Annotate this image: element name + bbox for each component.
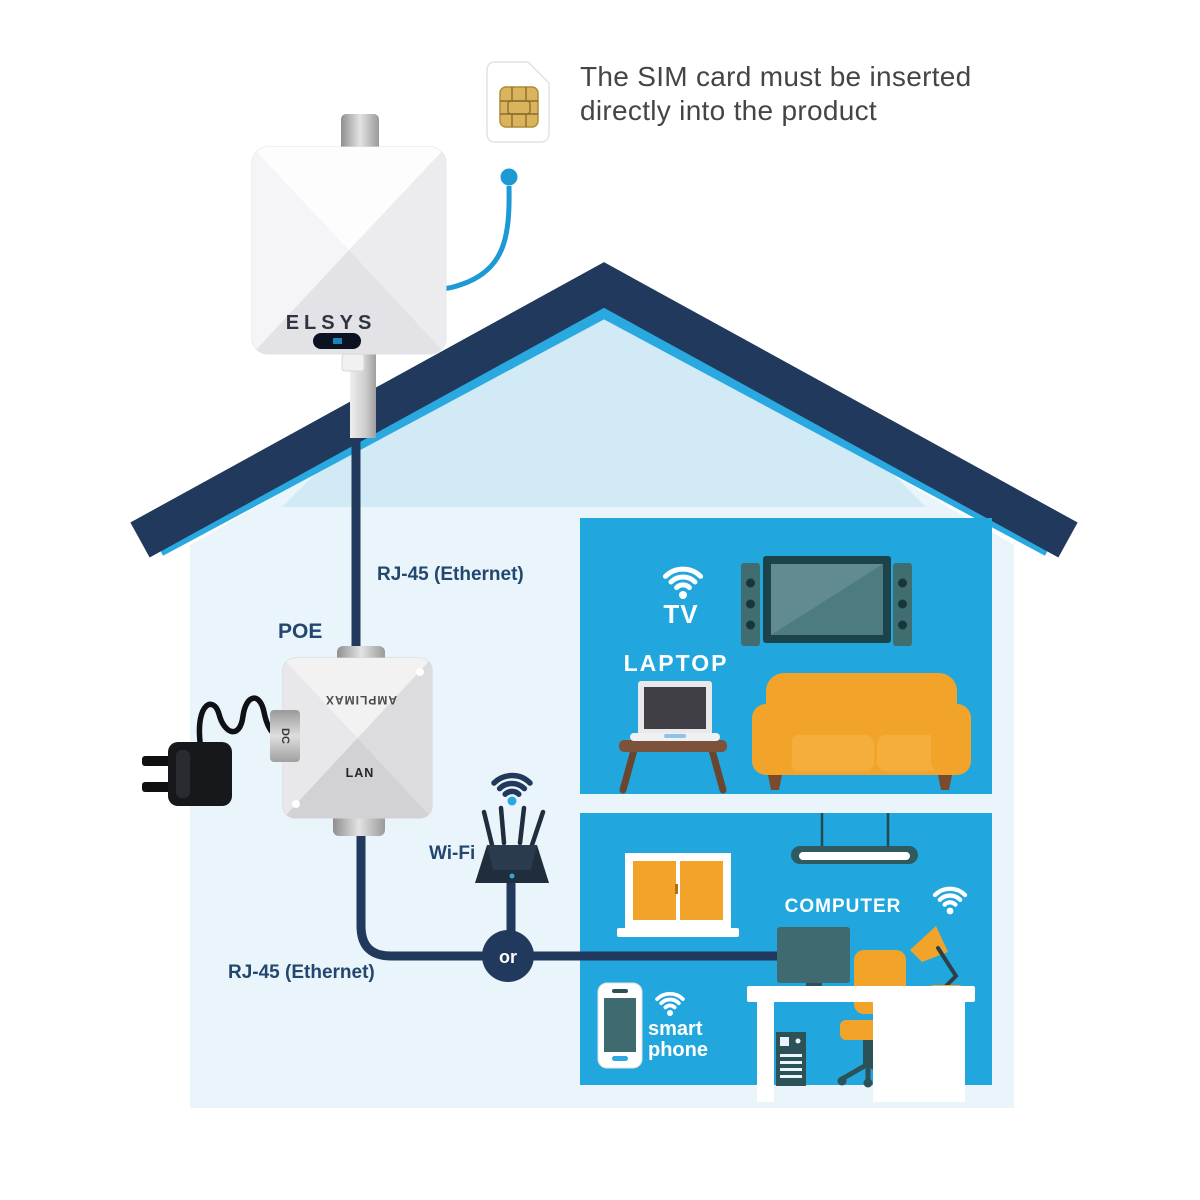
computer-label: COMPUTER bbox=[784, 896, 902, 917]
roof bbox=[130, 262, 1078, 558]
antenna-assembly: ELSYS bbox=[251, 114, 447, 438]
sim-card-icon bbox=[486, 61, 550, 143]
office-room-content bbox=[597, 813, 975, 1102]
ethernet-label-top: RJ-45 (Ethernet) bbox=[377, 564, 524, 585]
couch-icon bbox=[752, 673, 971, 790]
tv-speaker-right-icon bbox=[893, 563, 912, 646]
poe-label: POE bbox=[278, 620, 323, 643]
power-cable bbox=[196, 695, 285, 745]
sim-dot bbox=[500, 168, 518, 186]
smartphone-label-line2: phone bbox=[648, 1039, 708, 1061]
lan-port-label: LAN bbox=[346, 766, 375, 780]
tv-speaker-left-icon bbox=[741, 563, 760, 646]
poe-device-name: AMPLIMAX bbox=[325, 693, 397, 707]
wifi-icon bbox=[655, 991, 685, 1016]
power-adapter-icon bbox=[142, 695, 285, 806]
or-node: or bbox=[482, 930, 534, 982]
laptop-label: LAPTOP bbox=[623, 650, 729, 676]
living-room-content bbox=[619, 556, 971, 794]
wifi-icon bbox=[662, 566, 704, 599]
dc-port bbox=[270, 710, 300, 762]
antenna-device: ELSYS bbox=[251, 146, 447, 355]
sim-note-line2: directly into the product bbox=[580, 95, 877, 126]
sim-note-line1: The SIM card must be inserted bbox=[580, 61, 972, 92]
antenna-brand: ELSYS bbox=[286, 312, 377, 334]
smartphone-icon bbox=[597, 982, 643, 1069]
sim-lead bbox=[437, 168, 518, 292]
antenna-mast-top bbox=[341, 114, 379, 152]
attic-shade bbox=[282, 308, 926, 507]
smartphone-label-line1: smart bbox=[648, 1018, 703, 1040]
side-table-icon bbox=[619, 740, 727, 794]
ethernet-cable-bottom bbox=[356, 807, 805, 961]
or-node-label: or bbox=[499, 947, 517, 967]
pc-tower-icon bbox=[776, 1032, 806, 1086]
desk-icon bbox=[747, 986, 975, 1102]
tv-label: TV bbox=[663, 599, 699, 629]
ceiling-lamp-icon bbox=[791, 813, 918, 864]
wifi-label: Wi-Fi bbox=[429, 843, 476, 864]
router-icon bbox=[475, 772, 549, 883]
antenna-cable-connector bbox=[341, 353, 365, 372]
tv-icon bbox=[763, 556, 891, 643]
wifi-icon bbox=[932, 886, 968, 915]
roof-accent-strip bbox=[156, 304, 1052, 556]
poe-injector: AMPLIMAX DC LAN bbox=[270, 646, 433, 836]
ethernet-label-bottom: RJ-45 (Ethernet) bbox=[228, 962, 375, 983]
sim-cable bbox=[437, 185, 512, 292]
laptop-icon bbox=[630, 681, 720, 741]
window-icon bbox=[617, 853, 739, 937]
dc-port-label: DC bbox=[279, 728, 291, 744]
